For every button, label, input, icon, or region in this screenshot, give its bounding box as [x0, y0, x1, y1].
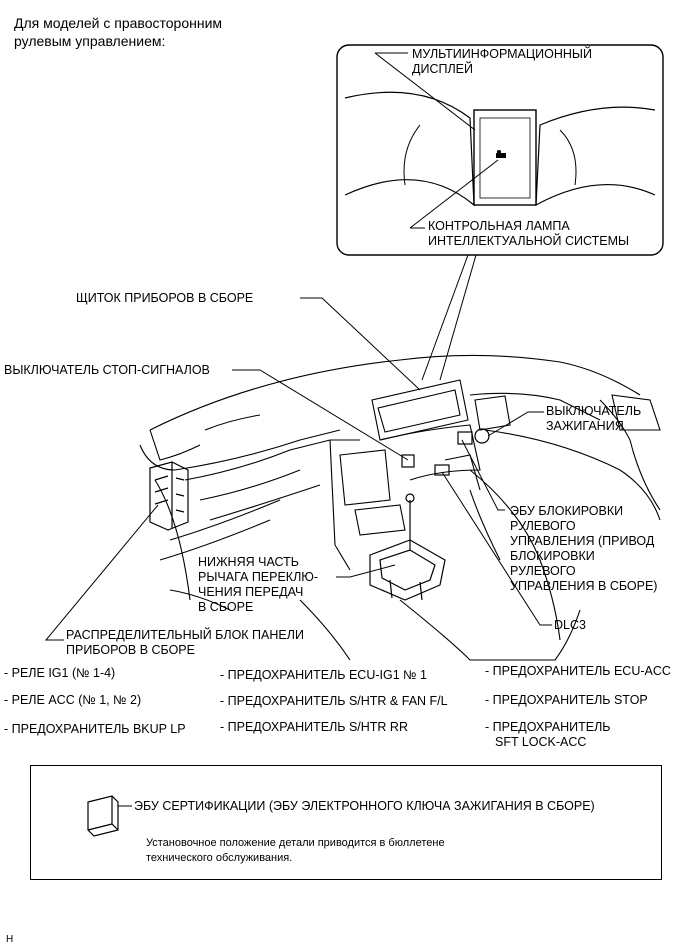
stop-lamp-switch-part — [401, 454, 415, 468]
fuse-item: - ПРЕДОХРАНИТЕЛЬ SFT LOCK-ACC — [485, 720, 611, 749]
page-heading: Для моделей с правосторонним рулевым упр… — [14, 15, 223, 49]
label-junction-block: РАСПРЕДЕЛИТЕЛЬНЫЙ БЛОК ПАНЕЛИ ПРИБОРОВ В… — [66, 628, 304, 657]
dashboard-outline — [139, 354, 661, 661]
label-multi-info-display: МУЛЬТИИНФОРМАЦИОННЫЙ ДИСПЛЕЙ — [412, 47, 592, 76]
leader-ignition — [487, 411, 544, 437]
certification-ecu-icon — [87, 795, 119, 837]
label-ignition-switch: ВЫКЛЮЧАТЕЛЬ ЗАЖИГАНИЯ — [546, 404, 642, 433]
label-stop-lamp-switch: ВЫКЛЮЧАТЕЛЬ СТОП-СИГНАЛОВ — [4, 363, 210, 377]
relay-item: - РЕЛЕ IG1 (№ 1-4) — [4, 666, 116, 680]
fuse-item: - ПРЕДОХРАНИТЕЛЬ S/HTR & FAN F/L — [220, 694, 448, 708]
fuse-item: - ПРЕДОХРАНИТЕЛЬ S/HTR RR — [220, 720, 408, 734]
ignition-switch-part — [474, 428, 490, 444]
junction-block — [149, 461, 189, 531]
fuse-item: - ПРЕДОХРАНИТЕЛЬ ECU-ACC — [485, 664, 671, 678]
label-dlc3: DLC3 — [554, 618, 586, 632]
label-shift-lever: НИЖНЯЯ ЧАСТЬ РЫЧАГА ПЕРЕКЛЮ- ЧЕНИЯ ПЕРЕД… — [198, 555, 319, 614]
certification-note-box — [30, 765, 662, 880]
relay-item: - РЕЛЕ ACC (№ 1, № 2) — [4, 693, 142, 707]
fuse-item: - ПРЕДОХРАНИТЕЛЬ ECU-IG1 № 1 — [220, 668, 427, 682]
shift-lever-assembly — [369, 493, 446, 601]
leader-stop-lamp — [232, 369, 409, 461]
label-indicator-lamp: КОНТРОЛЬНАЯ ЛАМПА ИНТЕЛЛЕКТУАЛЬНОЙ СИСТЕ… — [428, 219, 630, 248]
leader-shift-lever — [336, 564, 396, 578]
certification-ecu-label: ЭБУ СЕРТИФИКАЦИИ (ЭБУ ЭЛЕКТРОННОГО КЛЮЧА… — [134, 799, 595, 813]
label-steering-lock-ecu: ЭБУ БЛОКИРОВКИ РУЛЕВОГО УПРАВЛЕНИЯ (ПРИВ… — [510, 504, 658, 593]
leader-combination-meter — [300, 297, 421, 391]
label-combination-meter: ЩИТОК ПРИБОРОВ В СБОРЕ — [76, 291, 254, 305]
fuse-item: - ПРЕДОХРАНИТЕЛЬ BKUP LP — [4, 722, 186, 736]
inset-frame — [336, 44, 664, 256]
fuse-item: - ПРЕДОХРАНИТЕЛЬ STOP — [485, 693, 648, 707]
leader-junction-block — [44, 504, 159, 641]
leader-dlc3 — [441, 471, 552, 626]
inset-gauge-left — [344, 91, 475, 207]
inset-display — [473, 109, 537, 206]
leader-steering-lock — [461, 439, 505, 511]
inset-gauge-right — [535, 106, 656, 207]
indicator-icon — [496, 150, 506, 158]
dlc3-part — [434, 464, 450, 476]
footer-mark: H — [6, 934, 14, 945]
steering-lock-part — [457, 431, 473, 445]
certification-note: Установочное положение детали приводится… — [146, 837, 445, 864]
